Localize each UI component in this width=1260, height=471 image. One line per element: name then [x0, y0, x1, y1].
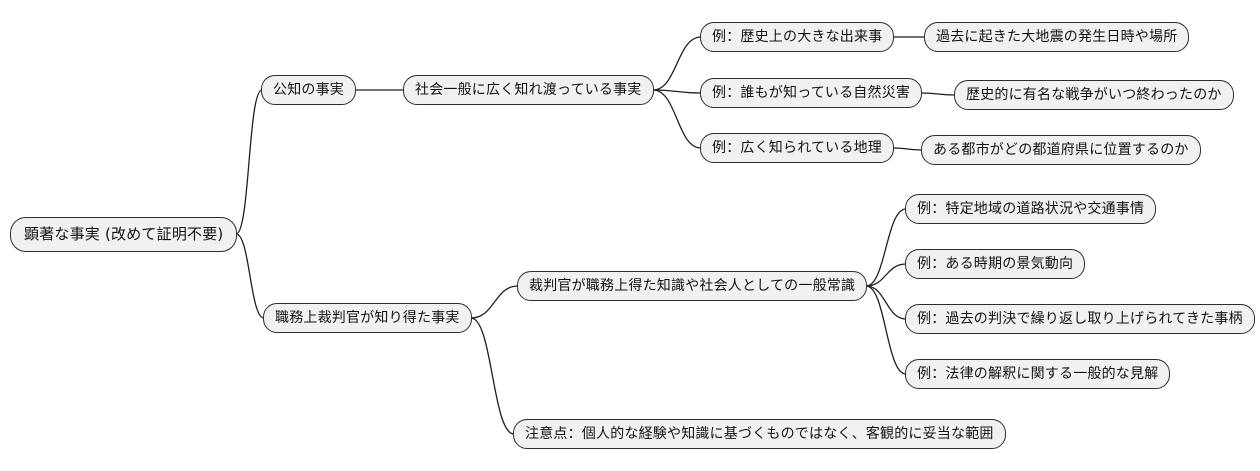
edge-root-kochi [235, 89, 263, 235]
mindmap-node-ex-hanketsu: 例：過去の判決で繰り返し取り上げられてきた事柄 [905, 304, 1255, 334]
edge-shokumu-chishiki [470, 285, 519, 319]
edge-shakai-ex-chiri [652, 89, 702, 149]
mindmap-node-ex-horitsu: 例：法律の解釈に関する一般的な見解 [905, 359, 1171, 389]
mindmap-node-chishiki: 裁判官が職務上得た知識や社会人としての一般常識 [517, 271, 868, 301]
mindmap-node-toshi: ある都市がどの都道府県に位置するのか [921, 135, 1201, 165]
edge-shakai-ex-rekishi [652, 36, 702, 91]
mindmap-node-shokumu: 職務上裁判官が知り得た事実 [263, 303, 472, 333]
edge-chishiki-ex-hanketsu [865, 285, 907, 320]
mindmap-node-ex-doro: 例：特定地域の道路状況や交通事情 [905, 194, 1157, 224]
edge-shakai-ex-saigai [652, 89, 702, 94]
mindmap-node-shakai: 社会一般に広く知れ渡っている事実 [403, 75, 654, 105]
edge-ex-saigai-senso [920, 92, 956, 96]
mindmap-node-ex-rekishi: 例：歴史上の大きな出来事 [700, 22, 895, 52]
edge-chishiki-ex-horitsu [865, 285, 907, 375]
edge-chishiki-ex-doro [865, 208, 907, 287]
mindmap-node-ex-keiki: 例：ある時期の景気動向 [905, 249, 1086, 279]
edge-chishiki-ex-keiki [865, 263, 907, 287]
mindmap-node-ex-chiri: 例：広く知られている地理 [700, 133, 894, 163]
mindmap-node-ex-saigai: 例：誰もが知っている自然災害 [700, 78, 923, 108]
mindmap-node-senso: 歴史的に有名な戦争がいつ終わったのか [954, 80, 1234, 110]
edge-ex-chiri-toshi [892, 147, 923, 151]
mindmap-node-kochi: 公知の事実 [261, 75, 356, 105]
edge-root-shokumu [235, 233, 265, 319]
mindmap-node-chui: 注意点：個人的な経験や知識に基づくものではなく、客観的に妥当な範囲 [513, 419, 1006, 449]
edge-shokumu-chui [470, 317, 515, 435]
mindmap-node-root: 顕著な事実 (改めて証明不要) [10, 216, 238, 252]
mindmap-node-jishin: 過去に起きた大地震の発生日時や場所 [924, 22, 1190, 52]
